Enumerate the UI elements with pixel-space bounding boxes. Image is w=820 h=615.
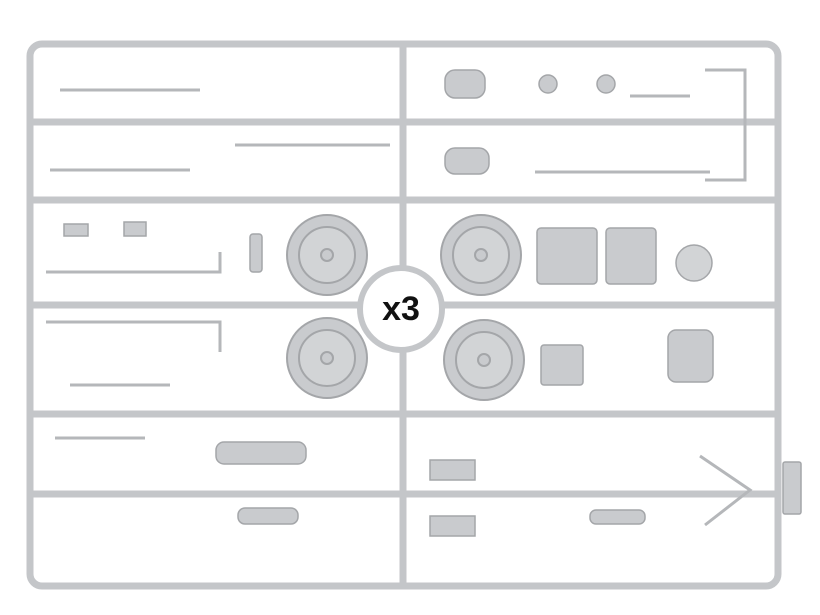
parts [63, 69, 802, 537]
watermark: modelist.ru [40, 516, 300, 565]
wheel [443, 319, 525, 401]
rods [46, 68, 753, 527]
quantity-badge: x3 [357, 265, 445, 353]
wheels [286, 214, 525, 401]
wheel [286, 214, 368, 296]
wheel [440, 214, 522, 296]
sprue-frame [26, 40, 782, 590]
wheel [286, 317, 368, 399]
